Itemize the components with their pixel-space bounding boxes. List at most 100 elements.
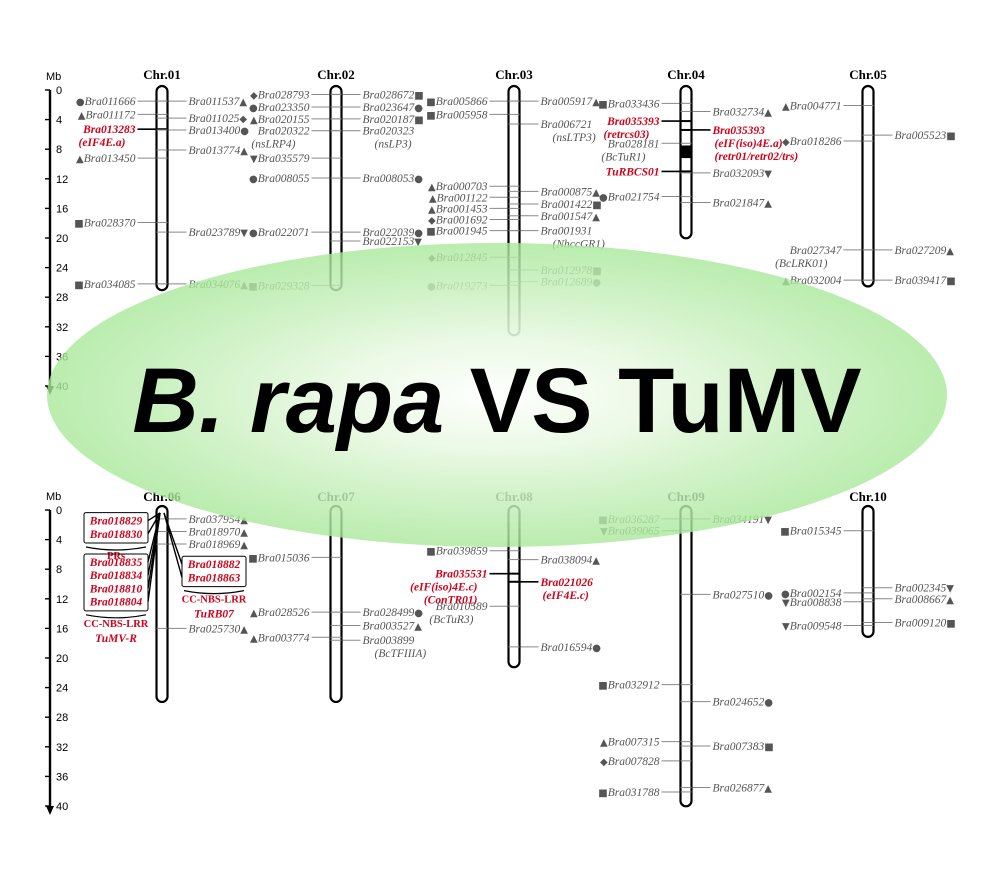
gene-label: Bra035393: [712, 125, 766, 137]
scale-tick-label: 16: [56, 623, 68, 635]
gene-marker-symbol: ▲: [240, 146, 248, 157]
gene-label: Bra028181: [608, 138, 660, 150]
gene-name: Bra035393: [712, 125, 766, 137]
gene-label: Bra018970▲: [189, 526, 249, 538]
cluster-leader: [147, 512, 161, 522]
gene-label: Bra003527▲: [363, 620, 423, 632]
scale-tick-label: 0: [56, 505, 62, 517]
gene-label: Bra020322: [258, 126, 310, 138]
gene-label: Bra023647●: [363, 102, 424, 114]
gene-label: ▲Bra004771: [782, 101, 841, 113]
gene-name: Bra009548: [790, 620, 842, 632]
gene-marker-symbol: ▲: [600, 738, 608, 749]
gene-label: ◆Bra028793: [250, 89, 310, 101]
scale-tick-label: 16: [56, 203, 68, 215]
gene-name: Bra037954: [189, 514, 241, 526]
gene-marker-symbol: ■: [248, 553, 257, 564]
gene-marker-symbol: ●: [249, 103, 258, 114]
gene-marker: Bra013283(eIF4E.a): [79, 124, 168, 149]
gene-name: Bra011666: [85, 96, 136, 108]
gene-name: Bra018286: [790, 136, 842, 148]
gene-marker: ■Bra033436: [598, 98, 692, 110]
gene-annotation: (ConTR01): [424, 595, 478, 607]
gene-marker-symbol: ■: [426, 97, 435, 108]
gene-marker: Bra026877▲: [680, 783, 772, 795]
gene-label: ●Bra022071: [249, 227, 309, 239]
gene-marker: Bra016594●: [508, 642, 601, 654]
gene-name: Bra005866: [436, 96, 488, 108]
gene-marker: Bra021847▲: [680, 197, 772, 209]
gene-name: Bra013400: [189, 125, 241, 137]
chromosome-title: Chr.05: [849, 67, 887, 82]
gene-marker-symbol: ▲: [782, 102, 790, 113]
gene-name: Bra007383: [713, 741, 765, 753]
cluster-brace: [85, 614, 147, 619]
gene-marker-symbol: ▲: [764, 198, 772, 209]
gene-label: Bra003899: [363, 635, 415, 647]
gene-marker-symbol: ◆: [239, 114, 247, 125]
gene-marker: ▲Bra004771: [782, 101, 874, 113]
gene-label: ▲Bra011172: [78, 109, 136, 121]
gene-name: Bra033436: [608, 98, 660, 110]
gene-marker: Bra021026(eIF4E.c): [508, 577, 593, 602]
gene-name: Bra020155: [258, 114, 310, 126]
gene-marker-symbol: ■: [74, 218, 83, 229]
gene-name: Bra005917: [541, 96, 594, 108]
gene-marker: Bra000875▲: [508, 186, 600, 198]
gene-name: Bra004771: [790, 101, 842, 113]
gene-annotation: (nsLTP3): [553, 132, 596, 144]
gene-name: Bra032912: [608, 680, 660, 692]
gene-marker: ■Bra028370: [74, 217, 168, 229]
gene-label: Bra024652●: [713, 697, 774, 709]
gene-name: Bra028793: [258, 89, 310, 101]
gene-label: Bra008053●: [363, 173, 424, 185]
gene-label: ▲Bra003774: [250, 632, 310, 644]
gene-name: Bra024652: [713, 697, 765, 709]
gene-marker: Bra011025◆: [156, 113, 247, 125]
gene-annotation: (retrcs03): [604, 129, 650, 141]
gene-name: Bra018970: [189, 526, 241, 538]
gene-marker: ▲Bra028526: [250, 607, 342, 619]
gene-label: Bra020187■: [363, 114, 424, 126]
chromosome-band: [680, 145, 692, 159]
gene-annotation: (retr01/retr02/trs): [715, 151, 799, 163]
gene-label: Bra022153▼: [363, 236, 423, 248]
gene-name: Bra028672: [363, 89, 415, 101]
chromosome-chr-08: Chr.08■Bra039859Bra038094▲Bra035531(eIF(…: [410, 489, 601, 669]
gene-marker-symbol: ■: [426, 227, 435, 238]
gene-marker-symbol: ▲: [946, 595, 954, 606]
gene-name: Bra015036: [258, 552, 310, 564]
gene-marker: Bra013400●: [156, 125, 249, 137]
gene-name: Bra001547: [541, 211, 594, 223]
gene-marker: Bra011537▲: [156, 96, 247, 108]
gene-marker: ■Bra001945: [426, 226, 520, 238]
gene-label: ▲Bra028526: [250, 607, 310, 619]
gene-marker: Bra020323(nsLP3): [330, 126, 415, 151]
gene-marker: Bra001547▲: [508, 211, 600, 223]
gene-marker-symbol: ▲: [429, 193, 437, 204]
gene-name: Bra006721: [541, 119, 593, 131]
gene-marker-symbol: ●: [414, 174, 423, 185]
gene-name: Bra035579: [258, 153, 310, 165]
cluster-box: [181, 555, 247, 588]
gene-marker: ■Bra005958: [426, 109, 520, 121]
gene-marker: Bra005523■: [862, 130, 956, 142]
gene-annotation: (eIF(iso)4E.c): [410, 582, 478, 594]
gene-marker: Bra010589(BcTuR3): [429, 601, 520, 626]
gene-name: Bra008055: [258, 173, 310, 185]
gene-marker: Bra035393(retrcs03): [604, 116, 692, 141]
gene-marker-symbol: ▲: [592, 97, 600, 108]
gene-marker: ▲Bra020155: [250, 114, 342, 126]
cluster-label: CC-NBS-LRR: [84, 619, 149, 630]
gene-label: Bra035393: [606, 116, 660, 128]
gene-label: ◆Bra007828: [600, 756, 660, 768]
gene-label: Bra001931: [541, 226, 593, 238]
gene-marker: Bra008053●: [330, 173, 424, 185]
gene-marker: ▲Bra001453: [428, 203, 520, 215]
gene-label: ■Bra032912: [598, 680, 659, 692]
cluster-label: PRs: [107, 551, 125, 562]
chromosome-bar: [155, 504, 169, 704]
